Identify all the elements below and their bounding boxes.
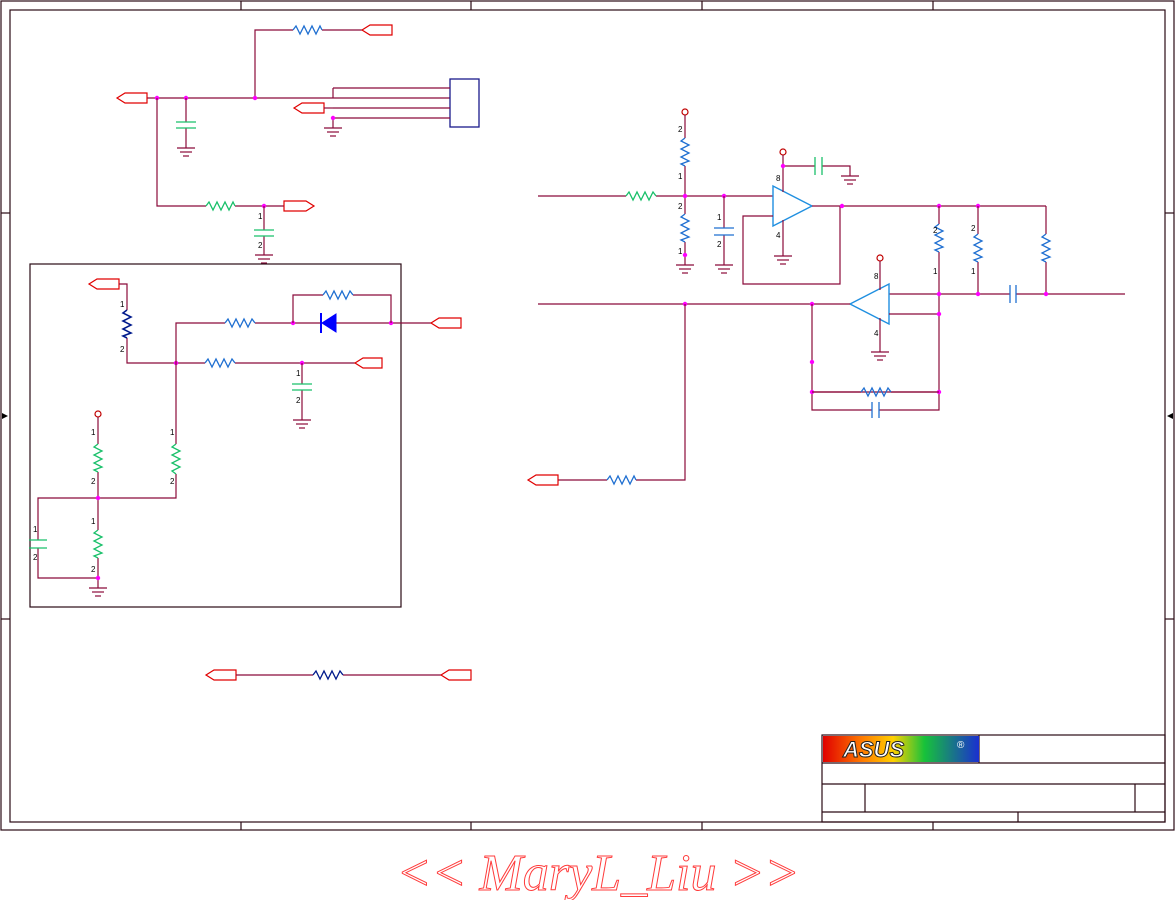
pin-label: 2 (296, 396, 301, 405)
watermark-text: << MaryL_Liu >> (396, 845, 799, 900)
pin-label: 8 (776, 174, 781, 183)
capacitor-feedback (871, 402, 880, 418)
pin-label: 1 (971, 267, 976, 276)
opamp-section: 2 1 2 1 1 2 8 4 2 1 2 1 (526, 108, 1125, 486)
resistor-lower-input (606, 474, 637, 486)
resistor-box-vertical (121, 309, 133, 339)
drawing-frame (0, 0, 1175, 831)
capacitor-c4 (29, 539, 47, 549)
pin-label: 1 (678, 247, 683, 256)
pin-label: 1 (120, 300, 125, 309)
pin-label: 8 (874, 272, 879, 281)
resistor-bias-top (679, 137, 691, 167)
resistor-box-bypass (322, 289, 354, 301)
capacitor-input (714, 227, 734, 236)
port-bottom-right[interactable] (439, 669, 472, 681)
ground-connector (324, 127, 342, 137)
capacitor-output (1009, 285, 1017, 303)
diode (320, 313, 337, 333)
boxed-subcircuit: 1 2 1 2 1 2 1 2 1 2 1 2 (29, 263, 462, 608)
port-top-right[interactable] (360, 24, 393, 36)
ground-divider (89, 587, 107, 597)
resistor-feedback (860, 386, 892, 398)
resistor-filter (205, 200, 236, 212)
resistor-box-long (170, 443, 182, 475)
ground-bias (676, 264, 694, 274)
pin-label: 2 (170, 477, 175, 486)
ground-c3 (293, 419, 311, 429)
pin-label: 1 (33, 525, 38, 534)
port-left-main[interactable] (115, 92, 148, 104)
resistor-top (292, 24, 323, 36)
resistor-bottom (312, 669, 344, 681)
port-connector[interactable] (292, 102, 325, 114)
resistor-divider-bottom (92, 529, 104, 559)
pin-label: 2 (678, 125, 683, 134)
title-block (821, 734, 1166, 823)
pin-label: 2 (678, 202, 683, 211)
ground-c2 (255, 254, 273, 264)
pin-label: 1 (933, 267, 938, 276)
port-bottom-left[interactable] (204, 669, 237, 681)
resistor-divider-top (92, 443, 104, 473)
pin-label: 2 (91, 565, 96, 574)
connector-section: 1 2 (115, 24, 480, 264)
pin-label: 4 (874, 329, 879, 338)
pin-label: 2 (120, 345, 125, 354)
pin-label: 1 (91, 428, 96, 437)
pin-label: 4 (776, 231, 781, 240)
resistor-r-a (933, 223, 945, 253)
pin-label: 1 (170, 428, 175, 437)
logo-text: ASUS (842, 737, 904, 762)
bottom-link (204, 669, 472, 681)
pin-label: 2 (971, 224, 976, 233)
resistor-box-mid (204, 357, 236, 369)
capacitor-c3 (292, 383, 312, 391)
port-box-right[interactable] (429, 317, 462, 329)
ground-u1 (774, 255, 792, 265)
pin-label: 1 (678, 172, 683, 181)
capacitor-c2 (254, 229, 274, 237)
port-filter-out[interactable] (283, 200, 316, 212)
pin-label: 2 (33, 553, 38, 562)
capacitor-decouple-u1 (814, 157, 823, 175)
port-lower-input[interactable] (526, 474, 559, 486)
resistor-bias-bottom (679, 213, 691, 243)
connector-block (449, 78, 480, 128)
port-box-mid[interactable] (353, 357, 383, 369)
port-box-top[interactable] (87, 278, 120, 290)
ground-u2 (871, 351, 889, 361)
watermark: << MaryL_Liu >> (396, 845, 800, 901)
ground-decouple (841, 175, 859, 185)
opamp-u1 (772, 184, 814, 228)
registered-mark: ® (957, 740, 965, 751)
pin-label: 1 (717, 213, 722, 222)
opamp-u2 (848, 282, 890, 326)
pin-label: 2 (933, 226, 938, 235)
pin-label: 1 (296, 369, 301, 378)
resistor-r-c (1040, 233, 1052, 263)
resistor-box-upper (224, 317, 256, 329)
pin-label: 2 (717, 240, 722, 249)
pin-label: 2 (91, 477, 96, 486)
asus-logo: ASUS ® (823, 736, 979, 762)
ground-c1 (177, 147, 195, 157)
pin-label: 2 (258, 241, 263, 250)
capacitor-c1 (176, 121, 196, 129)
resistor-r-b (972, 233, 984, 263)
pin-label: 1 (91, 517, 96, 526)
resistor-input (625, 190, 657, 202)
ground-input-cap (715, 264, 733, 274)
pin-label: 1 (258, 212, 263, 221)
